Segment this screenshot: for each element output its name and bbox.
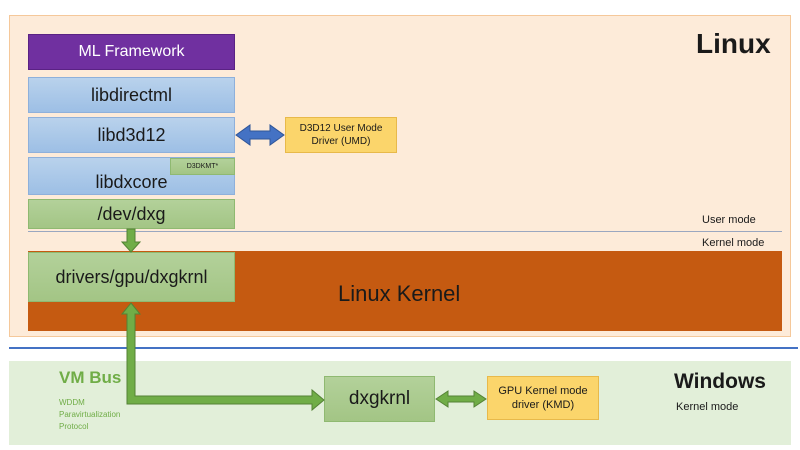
dxgkrnl-kmd-arrow [435, 390, 487, 408]
vmbus-title: VM Bus [59, 368, 122, 387]
libd3d12-box: libd3d12 [28, 117, 235, 153]
d3d12-umd-arrow [235, 124, 285, 146]
kmd-label-line2: driver (KMD) [511, 399, 575, 411]
libdxcore-box: libdxcore [28, 157, 235, 195]
dev-dxg-box: /dev/dxg [28, 199, 235, 229]
linux-title: Linux [696, 28, 771, 59]
vmbus-path-arrow [120, 302, 325, 412]
d3dkmt-tag: D3DKMT* [170, 158, 235, 175]
ml-framework-box: ML Framework [28, 34, 235, 70]
vmbus-desc-line1: WDDM [59, 398, 85, 407]
vmbus-desc-line2: Paravirtualization [59, 410, 121, 419]
user-kernel-boundary [28, 231, 782, 232]
vmbus-description: WDDM Paravirtualization Protocol [59, 397, 120, 433]
linux-kernel-label: Linux Kernel [338, 281, 461, 306]
kmd-box: GPU Kernel mode driver (KMD) [487, 376, 599, 420]
dev-dxg-down-arrow [120, 228, 142, 253]
libdirectml-box: libdirectml [28, 77, 235, 113]
windows-title: Windows [674, 370, 766, 393]
vmbus-desc-line3: Protocol [59, 422, 89, 431]
umd-box: D3D12 User Mode Driver (UMD) [285, 117, 397, 153]
user-mode-label: User mode [702, 214, 756, 226]
umd-label-line1: D3D12 User Mode [299, 123, 383, 134]
windows-kernel-mode-label: Kernel mode [676, 401, 739, 413]
kmd-label-line1: GPU Kernel mode [498, 385, 588, 397]
dxgkrnl-windows-box: dxgkrnl [324, 376, 435, 422]
linux-windows-separator [9, 347, 798, 349]
dxgkrnl-driver-box: drivers/gpu/dxgkrnl [28, 252, 235, 302]
umd-label-line2: Driver (UMD) [311, 136, 371, 147]
kernel-mode-label: Kernel mode [702, 237, 765, 249]
